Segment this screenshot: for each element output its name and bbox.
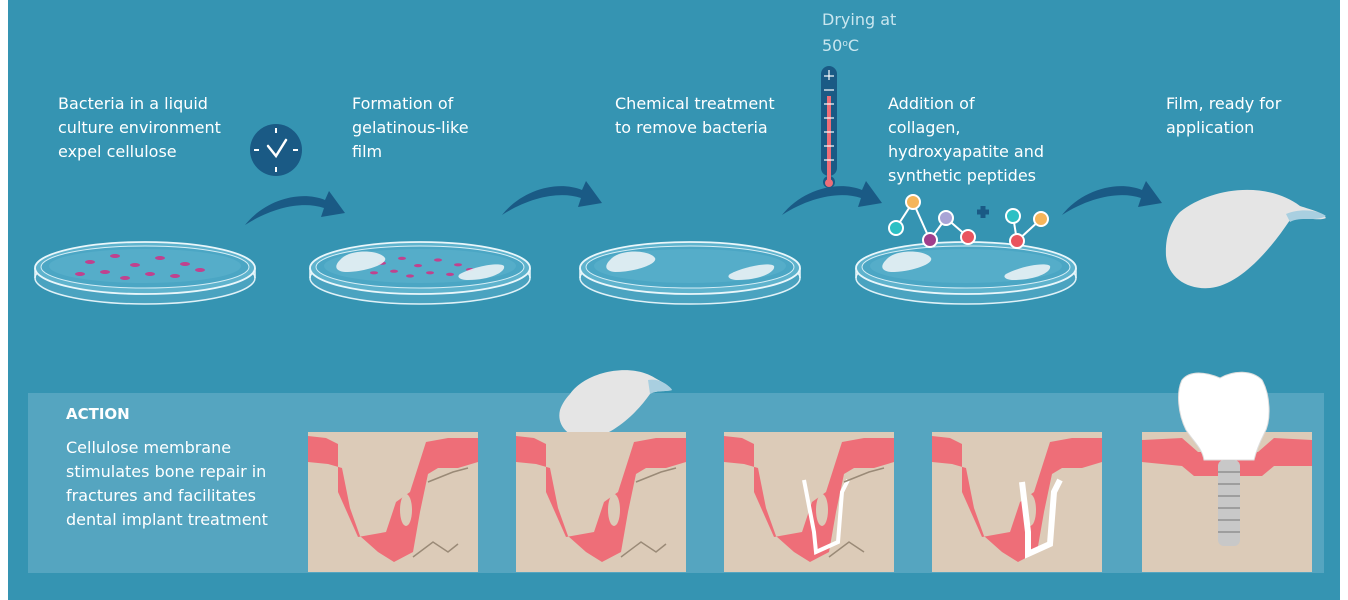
thermometer-icon — [821, 66, 837, 188]
molecules-icon — [889, 195, 1048, 248]
bone-stage-4 — [932, 432, 1102, 572]
petri-dish-4 — [856, 242, 1076, 304]
bone-stage-5-implant — [1142, 372, 1312, 572]
membrane-film-icon — [1166, 190, 1326, 288]
clock-icon — [250, 124, 302, 176]
membrane-piece-icon — [559, 370, 672, 438]
arrow-icon-2 — [502, 181, 602, 215]
bone-stage-3 — [724, 432, 894, 572]
petri-dish-1 — [35, 242, 255, 304]
petri-dish-3 — [580, 242, 800, 304]
arrow-icon-4 — [1062, 181, 1162, 215]
petri-dish-2 — [310, 242, 530, 304]
bone-stage-1 — [308, 432, 478, 572]
arrow-icon-1 — [245, 191, 345, 225]
bone-stage-2 — [516, 432, 686, 572]
